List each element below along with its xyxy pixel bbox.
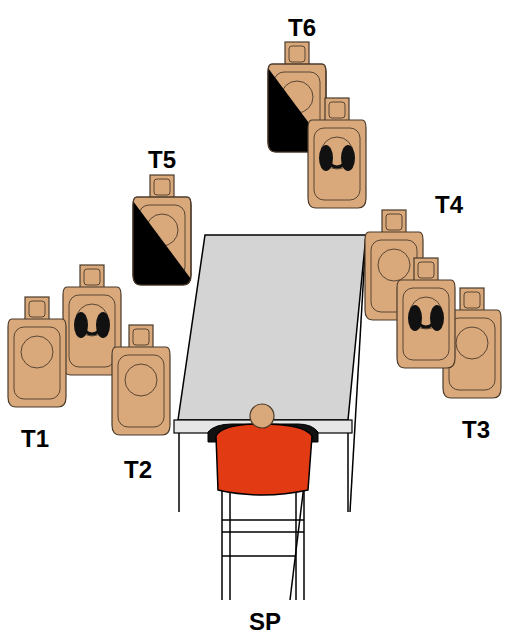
shoot-target bbox=[8, 297, 66, 407]
target-label: T3 bbox=[462, 418, 490, 442]
shoot-target bbox=[112, 325, 170, 435]
target-label: T4 bbox=[435, 193, 463, 217]
start-position-label: SP bbox=[249, 610, 281, 634]
target-label: T5 bbox=[148, 148, 176, 172]
cover-target bbox=[133, 175, 191, 287]
no-shoot-target bbox=[308, 98, 366, 208]
target-label: T6 bbox=[288, 16, 316, 40]
target-label: T2 bbox=[124, 458, 152, 482]
no-shoot-target bbox=[397, 258, 455, 368]
target-label: T1 bbox=[21, 427, 49, 451]
shooter-figure bbox=[208, 404, 318, 495]
table-legs bbox=[179, 235, 366, 512]
table-top bbox=[178, 235, 366, 420]
